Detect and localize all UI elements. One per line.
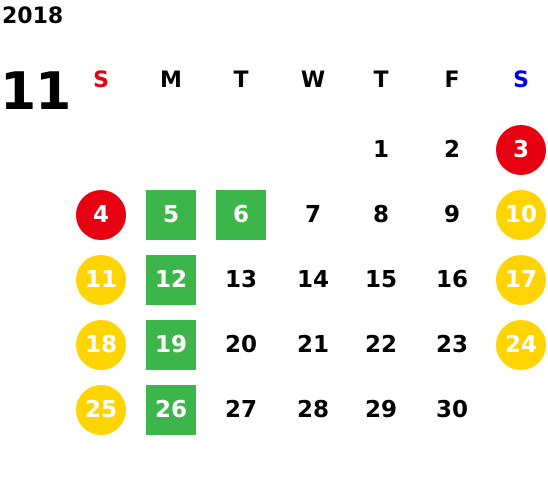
weekday-header-mon: M	[160, 68, 182, 93]
calendar-day-20[interactable]: 20	[224, 332, 257, 358]
calendar-day-29[interactable]: 29	[364, 397, 397, 423]
calendar-year: 2018	[2, 4, 64, 29]
calendar-day-22[interactable]: 22	[364, 332, 397, 358]
calendar-day-21[interactable]: 21	[296, 332, 329, 358]
weekday-header-thu: T	[373, 68, 389, 93]
calendar-day-25[interactable]: 25	[76, 385, 126, 435]
calendar-day-24[interactable]: 24	[496, 320, 546, 370]
calendar-day-12[interactable]: 12	[146, 255, 196, 305]
calendar-day-15[interactable]: 15	[364, 267, 397, 293]
weekday-header-fri: F	[444, 68, 460, 93]
calendar-day-28[interactable]: 28	[296, 397, 329, 423]
calendar-day-23[interactable]: 23	[435, 332, 468, 358]
weekday-header-sat: S	[513, 68, 529, 93]
calendar-day-4[interactable]: 4	[76, 190, 126, 240]
calendar-day-27[interactable]: 27	[224, 397, 257, 423]
calendar-day-8[interactable]: 8	[372, 202, 389, 228]
calendar-month: 11	[0, 62, 71, 122]
calendar-day-3[interactable]: 3	[496, 125, 546, 175]
calendar-day-18[interactable]: 18	[76, 320, 126, 370]
calendar-day-14[interactable]: 14	[296, 267, 329, 293]
calendar-day-19[interactable]: 19	[146, 320, 196, 370]
calendar-day-17[interactable]: 17	[496, 255, 546, 305]
calendar-day-13[interactable]: 13	[224, 267, 257, 293]
calendar-day-26[interactable]: 26	[146, 385, 196, 435]
calendar-day-9[interactable]: 9	[443, 202, 460, 228]
weekday-header-tue: T	[233, 68, 249, 93]
calendar-day-16[interactable]: 16	[435, 267, 468, 293]
weekday-header-sun: S	[93, 68, 109, 93]
calendar-day-1[interactable]: 1	[372, 137, 389, 163]
calendar-day-30[interactable]: 30	[435, 397, 468, 423]
calendar-day-7[interactable]: 7	[304, 202, 321, 228]
weekday-header-wed: W	[300, 68, 326, 93]
calendar-day-2[interactable]: 2	[443, 137, 460, 163]
calendar-day-10[interactable]: 10	[496, 190, 546, 240]
calendar-day-5[interactable]: 5	[146, 190, 196, 240]
calendar-day-6[interactable]: 6	[216, 190, 266, 240]
calendar-day-11[interactable]: 11	[76, 255, 126, 305]
